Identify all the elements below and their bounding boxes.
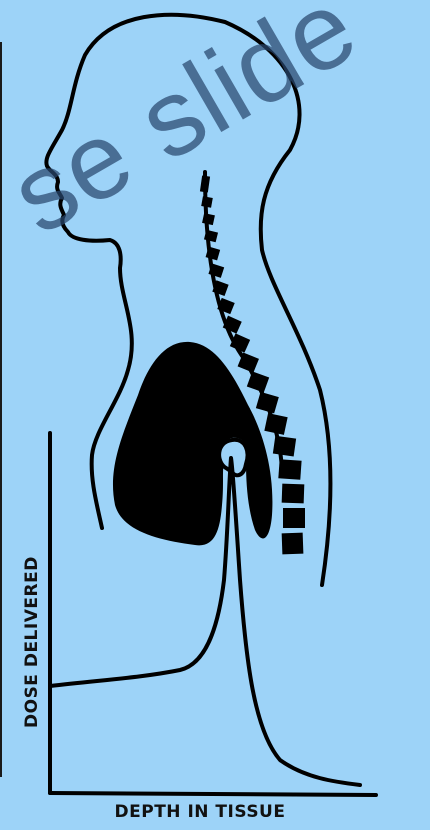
y-axis-label: DOSE DELIVERED [22,556,42,728]
x-axis [50,793,376,795]
lung-mass [113,342,272,545]
x-axis-label: DEPTH IN TISSUE [0,802,400,822]
